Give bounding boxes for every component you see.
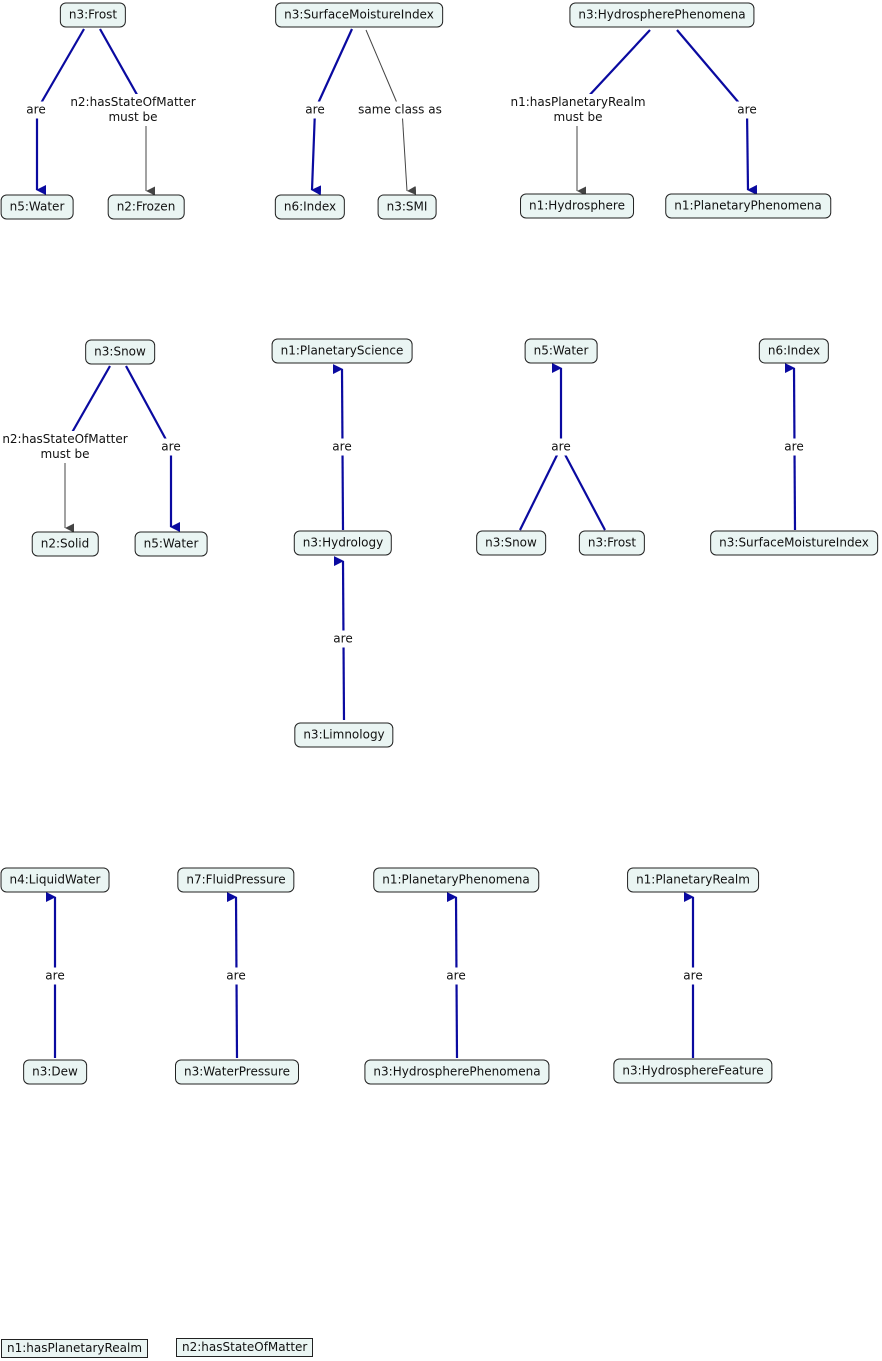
restriction-text: must be bbox=[553, 110, 603, 124]
concept-node[interactable]: n4:LiquidWater bbox=[0, 867, 110, 893]
concept-node[interactable]: n3:Limnology bbox=[294, 722, 394, 748]
edge-snow-water bbox=[125, 365, 171, 448]
edge-label-are: are bbox=[24, 101, 48, 119]
edge-label-are: are bbox=[444, 967, 468, 985]
concept-node[interactable]: n3:Snow bbox=[476, 530, 546, 556]
edge-label-are: are bbox=[159, 438, 183, 456]
edge-label-are: are bbox=[735, 101, 759, 119]
legend-item-has-state-of-matter: n2:hasStateOfMatter bbox=[176, 1338, 314, 1357]
concept-node[interactable]: n1:PlanetaryRealm bbox=[627, 867, 759, 893]
restriction-text: must be bbox=[40, 447, 90, 461]
concept-node[interactable]: n1:Hydrosphere bbox=[520, 193, 634, 219]
edge-snow-solid bbox=[69, 365, 111, 437]
concept-node[interactable]: n3:SurfaceMoistureIndex bbox=[710, 530, 878, 556]
edge-label-are: are bbox=[331, 630, 355, 648]
edge-label-are: are bbox=[782, 438, 806, 456]
edge-frost-water bbox=[36, 28, 85, 111]
concept-node[interactable]: n3:HydrosphereFeature bbox=[613, 1058, 773, 1084]
concept-node[interactable]: n3:Frost bbox=[59, 2, 127, 28]
concept-node[interactable]: n5:Water bbox=[524, 338, 598, 364]
concept-node[interactable]: n3:HydrospherePhenomena bbox=[569, 2, 755, 28]
concept-node[interactable]: n3:Hydrology bbox=[293, 530, 393, 556]
edge-frost-frozen bbox=[99, 28, 141, 101]
concept-node[interactable]: n3:SMI bbox=[377, 194, 437, 220]
property-name: n1:hasPlanetaryRealm bbox=[510, 95, 646, 109]
concept-node[interactable]: n7:FluidPressure bbox=[177, 867, 295, 893]
edge-smi-index bbox=[313, 28, 354, 111]
concept-node[interactable]: n3:Frost bbox=[578, 530, 646, 556]
property-name: n2:hasStateOfMatter bbox=[70, 95, 196, 109]
concept-node[interactable]: n2:Solid bbox=[31, 531, 99, 557]
concept-node[interactable]: n3:Snow bbox=[85, 339, 155, 365]
concept-node[interactable]: n3:Dew bbox=[23, 1059, 87, 1085]
edge-hp-planphen bbox=[676, 29, 746, 111]
edge-hp-hydrosphere bbox=[584, 29, 651, 101]
edge-label-are: are bbox=[43, 967, 67, 985]
edge-smi-smi bbox=[365, 29, 401, 111]
concept-node[interactable]: n1:PlanetaryPhenomena bbox=[373, 867, 539, 893]
concept-node[interactable]: n2:Frozen bbox=[107, 194, 185, 220]
concept-node[interactable]: n1:PlanetaryPhenomena bbox=[665, 193, 831, 219]
concept-node[interactable]: n3:SurfaceMoistureIndex bbox=[275, 2, 443, 28]
concept-node[interactable]: n5:Water bbox=[0, 194, 74, 220]
concept-node[interactable]: n5:Water bbox=[134, 531, 208, 557]
legend-item-has-planetary-realm: n1:hasPlanetaryRealm bbox=[1, 1339, 149, 1358]
edge-label-are: are bbox=[549, 438, 573, 456]
edge-label-are: are bbox=[303, 101, 327, 119]
edge-snow-water3 bbox=[519, 446, 562, 531]
edge-label-are: are bbox=[681, 967, 705, 985]
concept-node[interactable]: n1:PlanetaryScience bbox=[271, 338, 413, 364]
concept-node[interactable]: n3:HydrospherePhenomena bbox=[364, 1059, 550, 1085]
edge-frost-water3 bbox=[560, 446, 606, 531]
edge-label-same-class: same class as bbox=[356, 101, 444, 119]
concept-node[interactable]: n6:Index bbox=[758, 338, 830, 364]
restriction-text: must be bbox=[108, 110, 158, 124]
property-name: n2:hasStateOfMatter bbox=[2, 432, 128, 446]
edge-label-are: are bbox=[330, 438, 354, 456]
concept-node[interactable]: n6:Index bbox=[274, 194, 346, 220]
concept-node[interactable]: n3:WaterPressure bbox=[175, 1059, 299, 1085]
edge-label-are: are bbox=[224, 967, 248, 985]
